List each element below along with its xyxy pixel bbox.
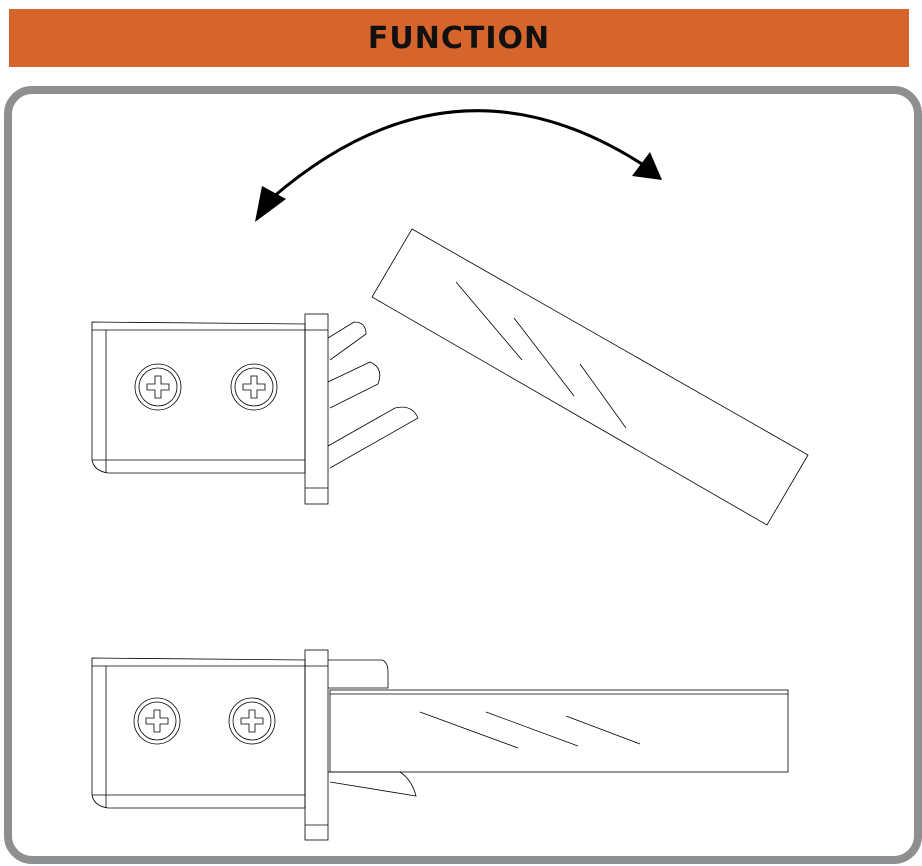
screw-icon xyxy=(228,697,276,745)
glass-panel-inserted xyxy=(329,689,789,773)
page-title: FUNCTION xyxy=(367,20,551,56)
screw-icon xyxy=(230,363,278,411)
screw-icon xyxy=(133,697,181,745)
rotation-arrow-icon xyxy=(255,109,662,222)
illustration-panel xyxy=(4,86,922,864)
latch-body-top xyxy=(91,313,419,505)
latch-body-bottom xyxy=(91,649,417,841)
glass-panel-tilted xyxy=(371,228,809,526)
screw-icon xyxy=(134,363,182,411)
header-banner: FUNCTION xyxy=(9,9,909,67)
